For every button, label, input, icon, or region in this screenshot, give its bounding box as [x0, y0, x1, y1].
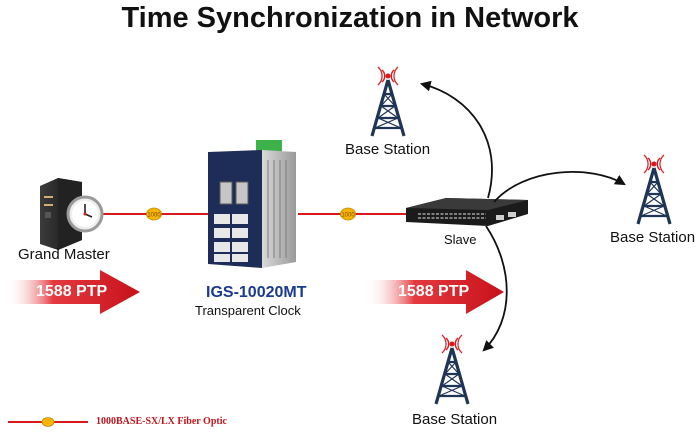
- ptp-arrow-1: [6, 270, 140, 314]
- grand-master-clock-icon: [66, 195, 104, 233]
- legend-fiber-badge: [41, 417, 55, 427]
- diagram-title: Time Synchronization in Network: [121, 2, 579, 34]
- link-badge-1: 1000: [146, 207, 162, 221]
- ptp-arrow-2: [366, 270, 504, 314]
- legend-label: 1000BASE-SX/LX Fiber Optic: [96, 416, 227, 427]
- sync-arrow-top: [419, 80, 493, 199]
- industrial-switch-icon: [208, 140, 296, 268]
- base-station-top-label: Base Station: [345, 141, 431, 158]
- base-station-bottom-tower-icon: [434, 333, 470, 406]
- base-station-right-label: Base Station: [610, 229, 696, 246]
- slave-switch-icon: [406, 198, 528, 226]
- sync-arrow-bottom: [482, 225, 508, 352]
- link-badge-2: 1000: [340, 207, 356, 221]
- ptp-arrow-1-label: 1588 PTP: [36, 283, 108, 300]
- svg-text:1000: 1000: [147, 213, 161, 219]
- sync-arrow-right: [493, 171, 626, 203]
- slave-label: Slave: [444, 232, 477, 247]
- grand-master-label: Grand Master: [18, 246, 110, 263]
- switch-model-label: IGS-10020MT: [206, 284, 307, 301]
- switch-role-label: Transparent Clock: [195, 303, 301, 318]
- base-station-top-tower-icon: [370, 65, 406, 138]
- ptp-arrow-2-label: 1588 PTP: [398, 283, 470, 300]
- base-station-bottom-label: Base Station: [412, 411, 498, 428]
- base-station-right-tower-icon: [636, 153, 672, 226]
- svg-text:1000: 1000: [341, 213, 355, 219]
